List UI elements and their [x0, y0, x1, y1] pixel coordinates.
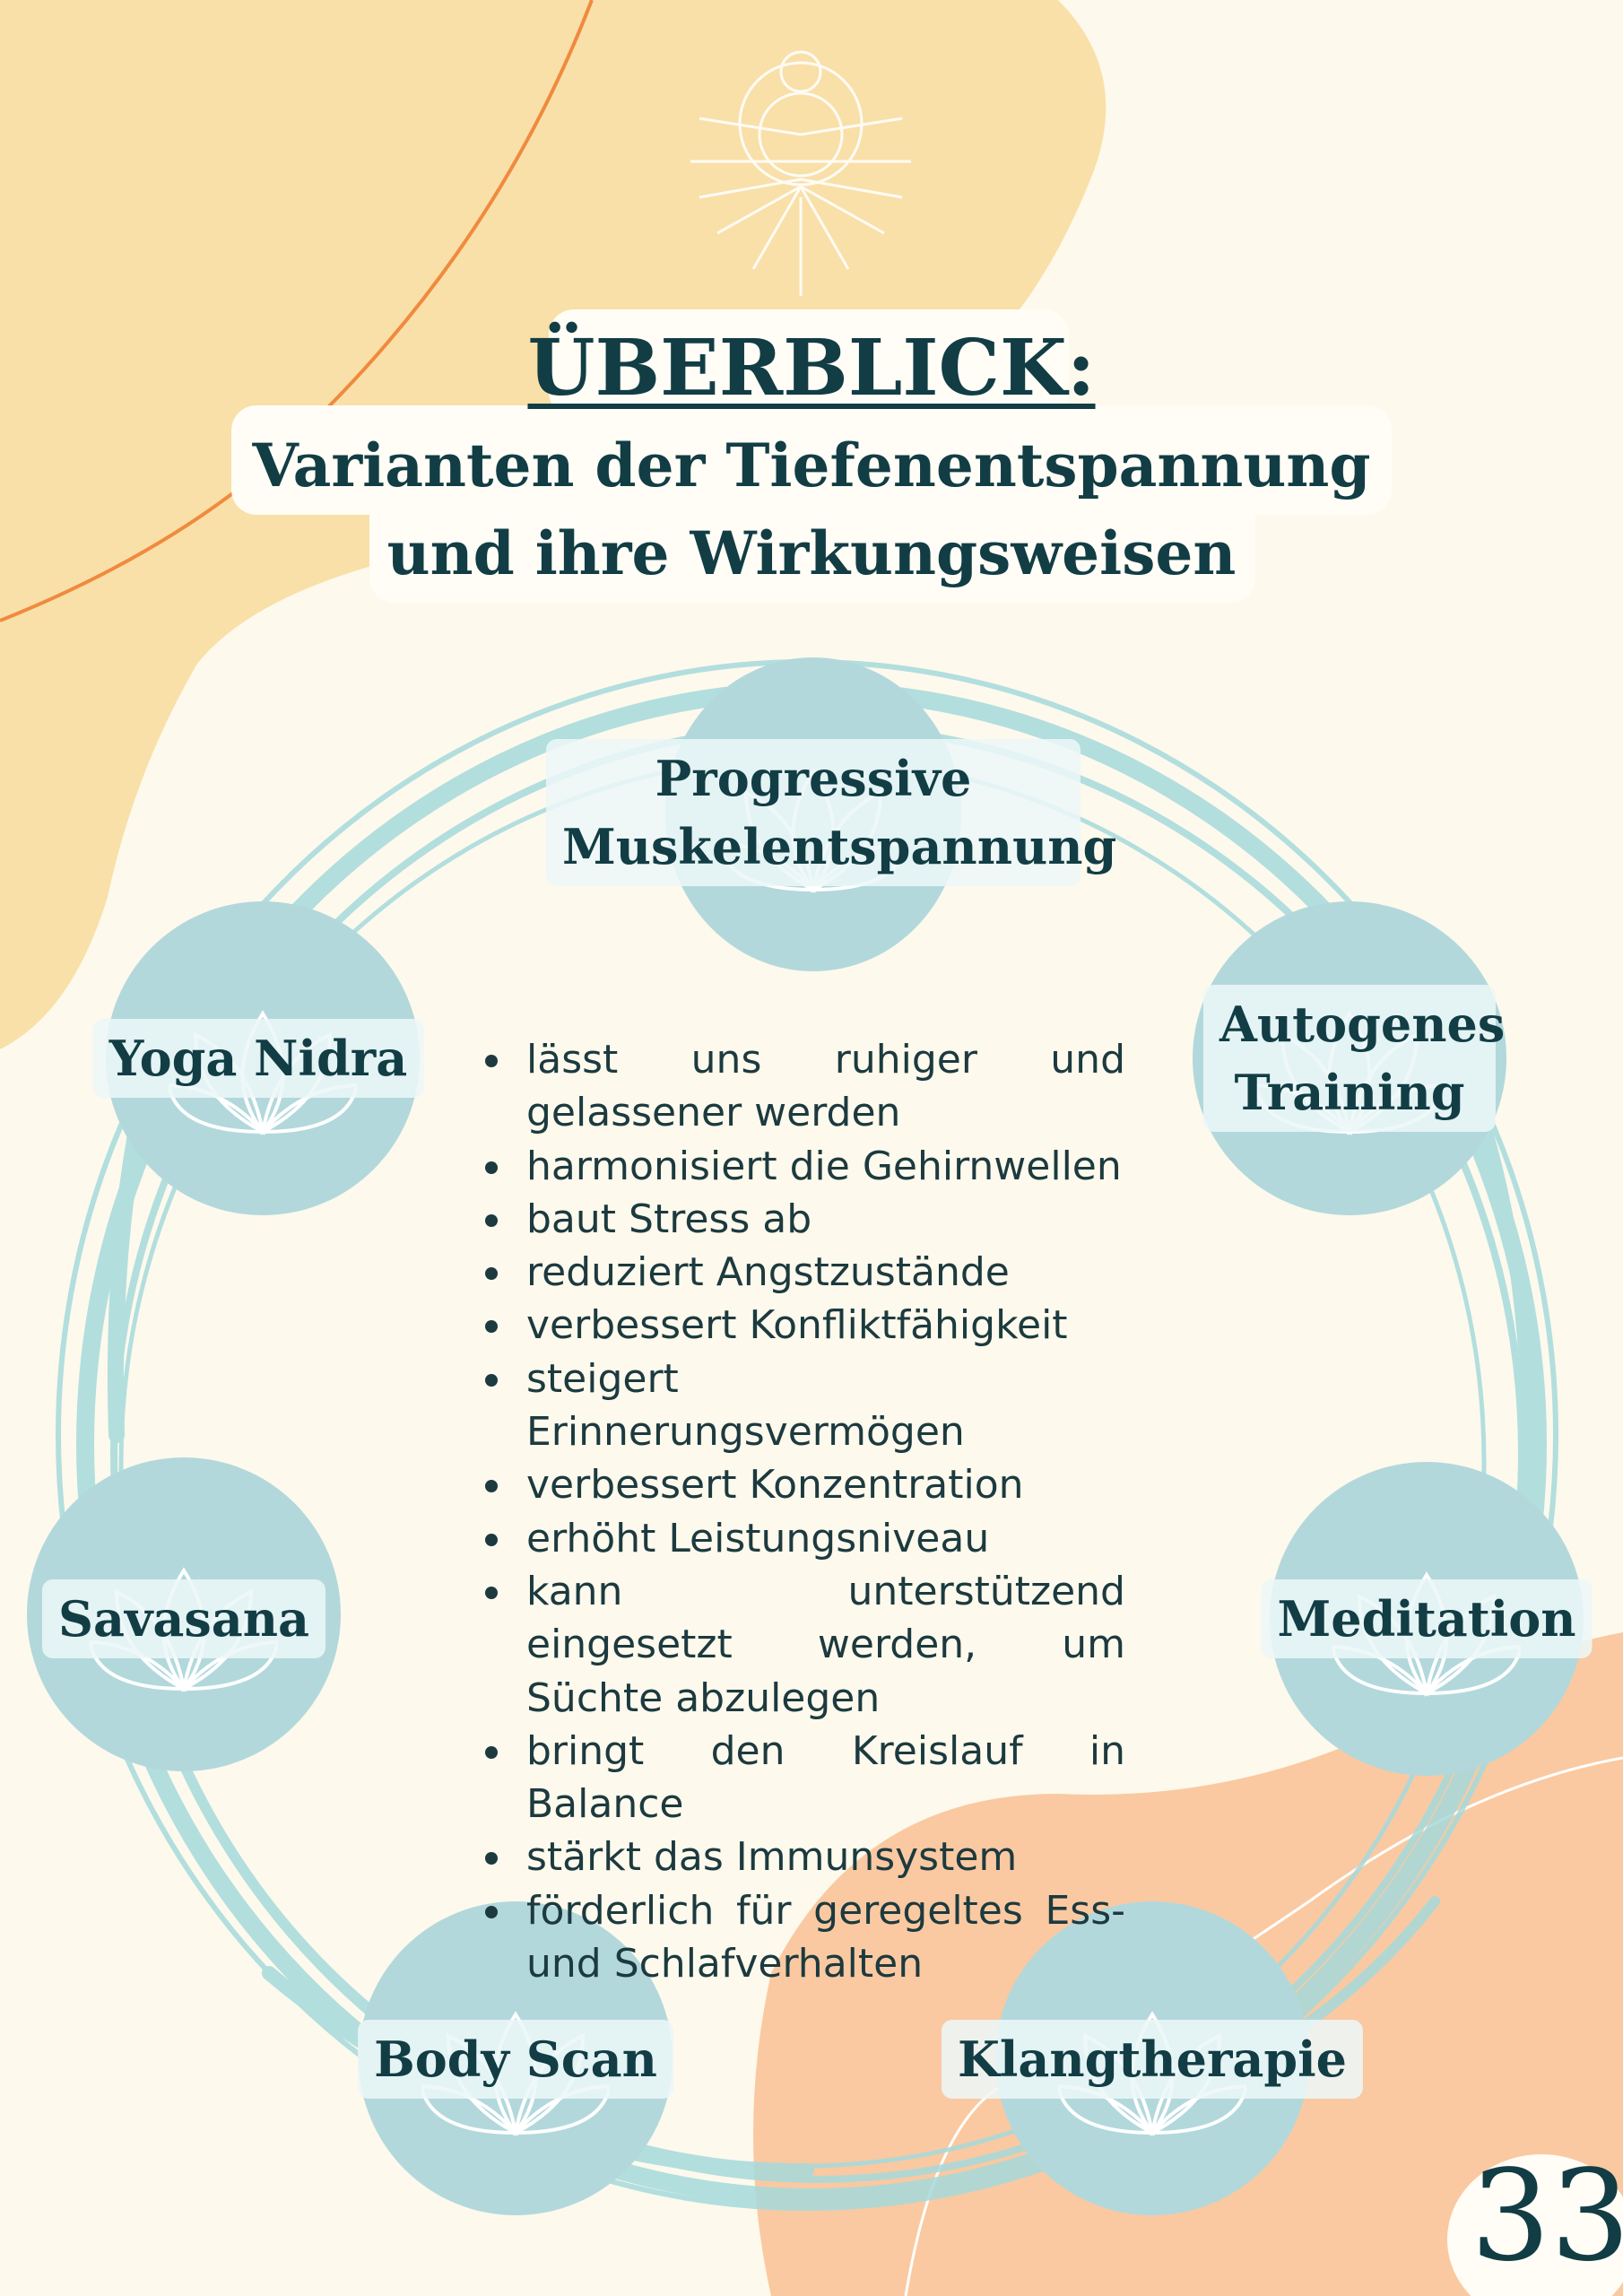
method-label: Autogenes Training	[1203, 985, 1505, 1132]
subtitle-line-2: und ihre Wirkungsweisen	[386, 518, 1237, 588]
benefit-item: erhöht Leistungsniveau	[480, 1512, 1125, 1565]
method-label: Body Scan	[358, 2020, 673, 2099]
method-label: Progressive Muskelentspannung	[546, 739, 1116, 886]
crescent-moon-sun-icon	[690, 50, 911, 296]
method-label: Yoga Nidra	[92, 1019, 424, 1098]
page-subtitle: Varianten der Tiefenentspannung und ihre…	[0, 422, 1623, 597]
benefit-item: baut Stress ab	[480, 1193, 1125, 1246]
page-number-badge	[1447, 2154, 1623, 2296]
method-label: Klangtherapie	[941, 2020, 1364, 2099]
benefit-item: verbessert Konfliktfähigkeit	[480, 1299, 1125, 1352]
benefits-list: lässt uns ruhiger und gelassener werden …	[480, 1033, 1125, 1990]
benefit-item: harmonisiert die Gehirnwellen	[480, 1140, 1125, 1193]
benefit-item: steigert Erinnerungsvermögen	[480, 1352, 1125, 1459]
orange-line	[0, 0, 594, 622]
method-label: Meditation	[1261, 1579, 1593, 1658]
benefit-item: reduziert Angstzustände	[480, 1246, 1125, 1299]
subtitle-line-1: Varianten der Tiefenentspannung	[252, 430, 1371, 500]
benefit-item: lässt uns ruhiger und gelassener werden	[480, 1033, 1125, 1140]
page-title: ÜBERBLICK:	[527, 323, 1096, 413]
benefit-item: verbessert Konzentration	[480, 1458, 1125, 1511]
subtitle-bg-2	[369, 491, 1255, 603]
page-number: 33	[1471, 2144, 1623, 2290]
method-label: Savasana	[42, 1579, 325, 1658]
subtitle-bg-1	[231, 405, 1392, 515]
benefit-item: stärkt das Immunsystem	[480, 1831, 1125, 1883]
benefit-item: förderlich für geregeltes Ess- und Schla…	[480, 1884, 1125, 1991]
title-bg	[549, 309, 1069, 417]
benefit-item: bringt den Kreislauf in Balance	[480, 1725, 1125, 1831]
benefit-item: kann unterstützend eingesetzt werden, um…	[480, 1565, 1125, 1725]
